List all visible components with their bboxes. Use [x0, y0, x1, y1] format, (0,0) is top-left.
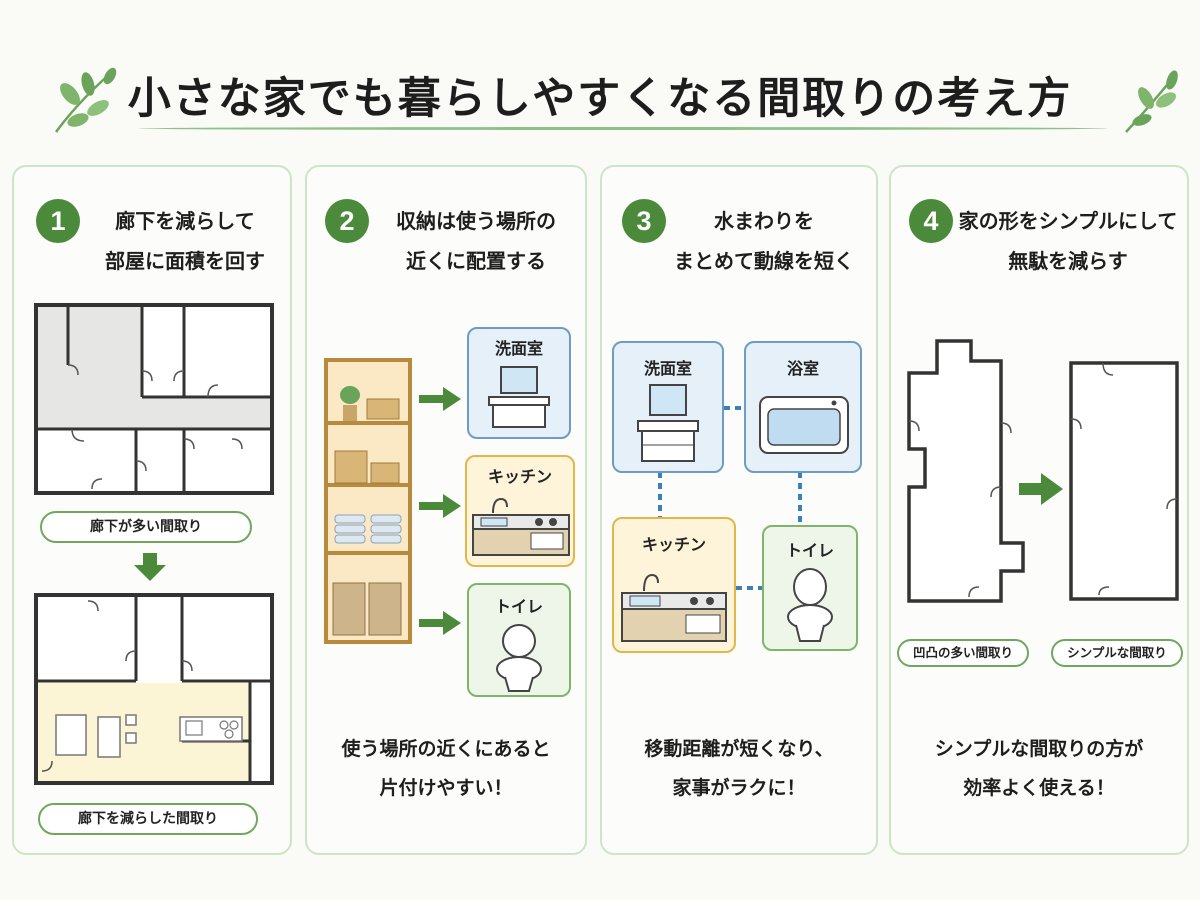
room-label: キッチン	[641, 535, 706, 554]
card-heading-line2: まとめて動線を短く	[674, 249, 854, 273]
step-number-badge: 4	[909, 199, 953, 243]
title-underline	[138, 127, 1108, 130]
kitchen-counter-icon	[621, 573, 727, 642]
step-number-badge: 2	[325, 199, 369, 243]
room-box-washroom: 洗面室	[467, 327, 571, 439]
right-arrow-icon	[419, 387, 461, 411]
label-complex-shape: 凹凸の多い間取り	[897, 639, 1029, 667]
room-box-bath: 浴室	[744, 341, 862, 473]
caption-line1: シンプルな間取りの方が	[934, 738, 1144, 760]
card-heading-line1: 廊下を減らして	[115, 209, 255, 233]
card-storage-near-use: 2 収納は使う場所の 近くに配置する 洗面室	[305, 165, 587, 855]
title-area: 小さな家でも暮らしやすくなる間取りの考え方	[0, 0, 1200, 150]
floorplan-simple-shape	[1069, 361, 1179, 601]
room-label: トイレ	[494, 597, 543, 616]
down-arrow-icon	[134, 553, 166, 581]
card-heading-line2: 部屋に面積を回す	[105, 249, 265, 273]
bathtub-icon	[759, 396, 849, 454]
label-many-hallways: 廊下が多い間取り	[40, 511, 252, 543]
kitchen-counter-icon	[472, 497, 570, 556]
room-box-toilet: トイレ	[762, 525, 858, 651]
caption-line2: 家事がラクに！	[672, 777, 806, 799]
card-reduce-hallways: 1 廊下を減らして 部屋に面積を回す 廊下が多い間取り	[12, 165, 292, 855]
room-label: キッチン	[487, 467, 552, 486]
step-number-badge: 1	[36, 199, 80, 243]
floorplan-reduced-hallways	[34, 593, 274, 785]
card-heading-line1: 水まわりを	[714, 209, 814, 233]
card-heading-line1: 収納は使う場所の	[396, 209, 556, 233]
room-box-kitchen: キッチン	[612, 517, 736, 653]
right-leaf-icon	[1125, 70, 1178, 133]
right-arrow-icon	[419, 494, 461, 518]
room-box-kitchen: キッチン	[465, 455, 575, 567]
room-label: 洗面室	[643, 359, 692, 378]
page-title: 小さな家でも暮らしやすくなる間取りの考え方	[127, 74, 1073, 124]
label-simple-shape: シンプルな間取り	[1051, 639, 1183, 667]
left-leaf-icon	[54, 67, 117, 133]
caption-line2: 片付けやすい！	[379, 777, 513, 799]
card-group-water-areas: 3 水まわりを まとめて動線を短く 洗面室 浴室 キッチン	[600, 165, 878, 855]
room-box-toilet: トイレ	[467, 583, 571, 697]
room-label: トイレ	[785, 541, 834, 560]
card-heading-line1: 家の形をシンプルにして	[958, 209, 1178, 233]
step-number-badge: 3	[622, 199, 666, 243]
sink-vanity-icon	[488, 366, 550, 428]
card-simple-shape: 4 家の形をシンプルにして 無駄を減らす 凹凸の多い間取り シンプルな間取り シ…	[889, 165, 1189, 855]
right-arrow-icon	[1019, 473, 1063, 505]
toilet-icon	[787, 568, 833, 642]
caption-line1: 使う場所の近くにあると	[341, 738, 551, 760]
room-label: 浴室	[786, 359, 819, 378]
caption-line2: 効率よく使える！	[963, 777, 1115, 799]
floorplan-complex-shape	[907, 339, 1025, 603]
right-arrow-icon	[419, 611, 461, 635]
caption-line1: 移動距離が短くなり、	[644, 738, 834, 760]
storage-shelf-icon	[324, 358, 412, 644]
toilet-icon	[496, 624, 542, 692]
sink-vanity-icon	[637, 384, 699, 462]
card-heading-line2: 無駄を減らす	[1008, 249, 1128, 273]
floorplan-many-hallways	[34, 303, 274, 495]
room-label: 洗面室	[494, 339, 543, 358]
label-reduced-hallways: 廊下を減らした間取り	[38, 803, 258, 835]
room-box-washroom: 洗面室	[612, 341, 724, 473]
connection-lines	[658, 406, 802, 590]
card-heading-line2: 近くに配置する	[406, 249, 546, 273]
